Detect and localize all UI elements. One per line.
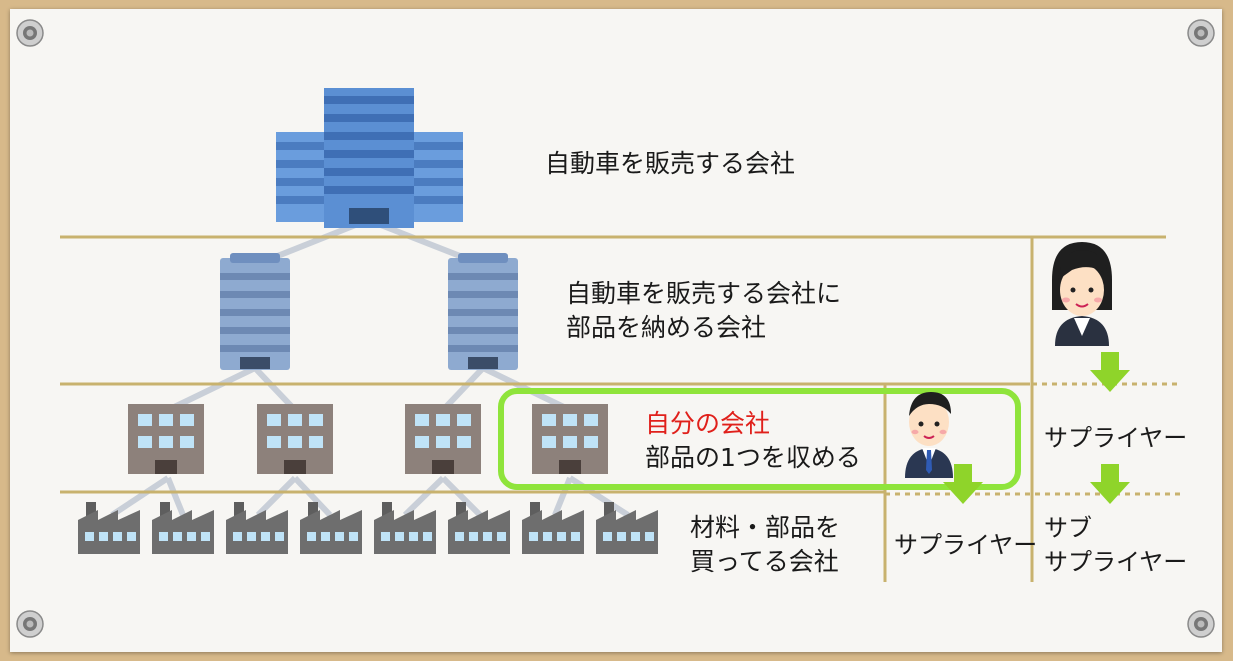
office-tower-icon: [276, 88, 463, 228]
second-tier-line-2: 部品を納める会社: [566, 313, 767, 342]
factory-icon: [374, 502, 436, 554]
own-company-label: 自分の会社 部品の1つを収める: [645, 407, 861, 475]
down-arrow-icon: [1090, 464, 1130, 504]
top-tier-label: 自動車を販売する会社: [545, 149, 796, 178]
screw-icon: [1187, 610, 1215, 638]
bottom-tier-line-1: 材料・部品を: [690, 513, 841, 542]
factory-icon: [596, 502, 658, 554]
factory-icon: [522, 502, 584, 554]
small-office-icon: [532, 404, 608, 474]
bottom-tier-label: 材料・部品を 買ってる会社: [690, 511, 840, 579]
screw-icon: [1187, 19, 1215, 47]
factory-icon: [78, 502, 140, 554]
down-arrow-icon: [1090, 352, 1130, 392]
second-tier-label: 自動車を販売する会社に 部品を納める会社: [566, 277, 841, 345]
factory-icon: [226, 502, 288, 554]
own-company-highlight: [498, 388, 1021, 490]
second-tier-line-1: 自動車を販売する会社に: [566, 279, 842, 308]
own-company-title: 自分の会社: [645, 409, 771, 438]
supplier-outer-label: サプライヤー: [1044, 424, 1188, 452]
own-company-description: 部品の1つを収める: [645, 443, 861, 472]
factory-icon: [300, 502, 362, 554]
sub-supplier-line-1: サブ: [1044, 514, 1092, 542]
small-office-icon: [128, 404, 204, 474]
sub-supplier-line-2: サプライヤー: [1044, 548, 1188, 576]
tier-dividers: [60, 235, 1166, 582]
small-office-icon: [405, 404, 481, 474]
screw-icon: [16, 19, 44, 47]
businesswoman-icon: [1052, 242, 1112, 346]
supplier-inner-label: サプライヤー: [894, 531, 1038, 559]
bottom-tier-line-2: 買ってる会社: [690, 547, 839, 576]
small-office-icon: [257, 404, 333, 474]
office-building-icon: [448, 253, 518, 370]
screw-icon: [16, 610, 44, 638]
businessman-icon: [905, 392, 953, 478]
sub-supplier-label: サブ サプライヤー: [1044, 511, 1187, 579]
office-building-icon: [220, 253, 290, 370]
